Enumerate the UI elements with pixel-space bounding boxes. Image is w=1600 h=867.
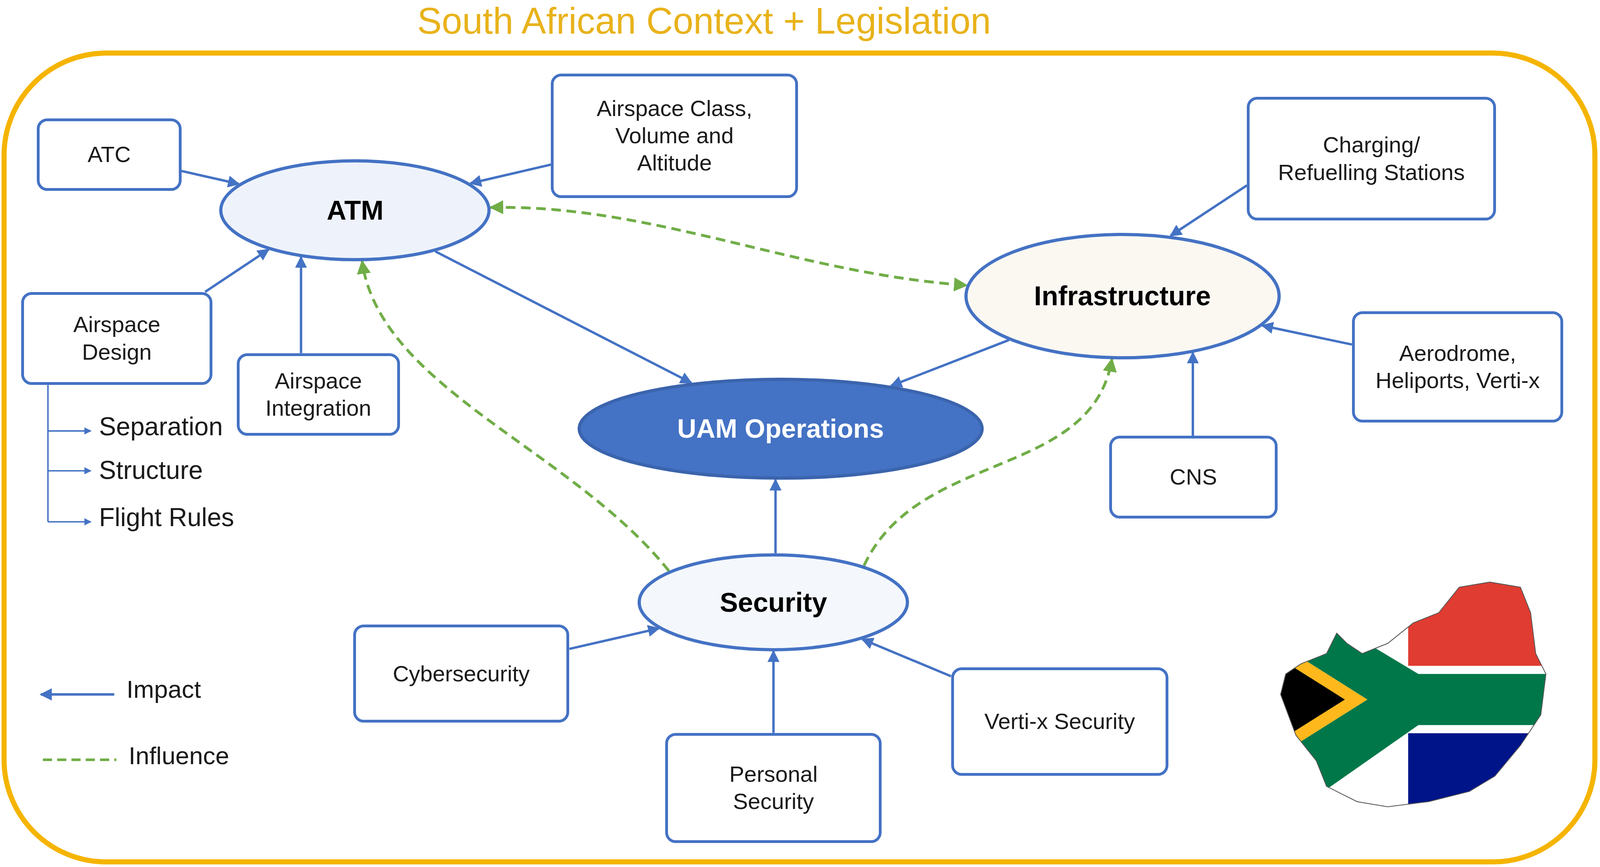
impact-connector [181,170,239,184]
legend-label: Influence [128,742,230,770]
node-label: Airspace Class, Volume and Altitude [576,94,773,177]
legend-label: Impact [126,675,201,703]
ellipse-shape [579,379,982,478]
personal-security-box: Personal Security [665,732,882,844]
node-text-group: Airspace Integration [255,367,382,422]
node-text-group: Aerodrome, Heliports, Verti-x [1374,339,1541,395]
node-text-group: Infrastructure [1034,279,1211,313]
cns-box: CNS [1109,435,1278,519]
impact-connector [1262,325,1352,345]
impact-connector [205,249,269,292]
impact-connector [862,639,952,677]
impact-connector [435,251,692,383]
legend-samples [40,694,117,760]
atm-ellipse: ATM [219,159,491,262]
ellipse-shape [639,554,908,650]
influence-connector [490,207,967,286]
cybersecurity-box: Cybersecurity [353,624,570,723]
airspace-design-bracket [48,384,91,522]
diagram-title: South African Context + Legislation [144,0,1264,42]
ellipse-shape [220,160,490,260]
node-text-group: Charging/ Refuelling Stations [1272,131,1471,186]
bracket-label: Flight Rules [98,503,234,532]
node-label: Cybersecurity [392,660,530,688]
node-label: Personal Security [688,760,859,816]
ellipse-shape [966,234,1280,358]
infrastructure-ellipse: Infrastructure [964,232,1281,360]
impact-connector [1170,185,1247,236]
node-text-group: ATM [326,193,384,227]
impact-connector [1191,352,1194,436]
node-label: ATC [87,140,131,168]
node-label: UAM Operations [677,412,884,445]
node-text-group: Security [719,585,827,619]
node-label: ATM [326,193,384,227]
node-text-group: Airspace Design [42,310,192,366]
impact-connector [890,340,1009,386]
airspace-design-box: Airspace Design [21,292,212,385]
node-label: Infrastructure [1034,279,1211,313]
node-text-group: Airspace Class, Volume and Altitude [576,94,773,177]
node-text-group: UAM Operations [677,412,884,445]
bracket-label: Separation [98,412,223,441]
security-ellipse: Security [637,553,910,652]
node-label: CNS [1169,463,1217,491]
node-label: Charging/ Refuelling Stations [1272,131,1471,186]
airspace-integration-box: Airspace Integration [236,353,400,436]
airspace-class-box: Airspace Class, Volume and Altitude [550,73,798,198]
charging-box: Charging/ Refuelling Stations [1246,96,1496,221]
impact-connector [300,256,303,353]
south-africa-map [1265,571,1562,825]
context-frame [4,53,1595,862]
bracket-label: Structure [98,456,203,484]
uam-operations-ellipse: UAM Operations [577,377,984,480]
impact-connector [774,479,777,554]
node-text-group: Verti-x Security [984,707,1136,735]
impact-connector [569,628,659,649]
impact-connector [470,164,551,184]
south-africa-outline [1280,582,1546,807]
node-text-group: Personal Security [688,760,859,816]
atc-box: ATC [36,118,182,191]
node-text-group: CNS [1169,463,1217,491]
aerodrome-box: Aerodrome, Heliports, Verti-x [1352,311,1564,423]
node-text-group: ATC [87,140,131,168]
node-label: Verti-x Security [984,707,1136,735]
node-text-group: Cybersecurity [392,660,530,688]
vertix-security-box: Verti-x Security [951,667,1169,776]
node-label: Airspace Integration [255,367,382,422]
impact-connector [772,651,775,733]
node-label: Security [719,585,827,619]
node-label: Airspace Design [42,310,192,366]
node-label: Aerodrome, Heliports, Verti-x [1374,339,1541,395]
